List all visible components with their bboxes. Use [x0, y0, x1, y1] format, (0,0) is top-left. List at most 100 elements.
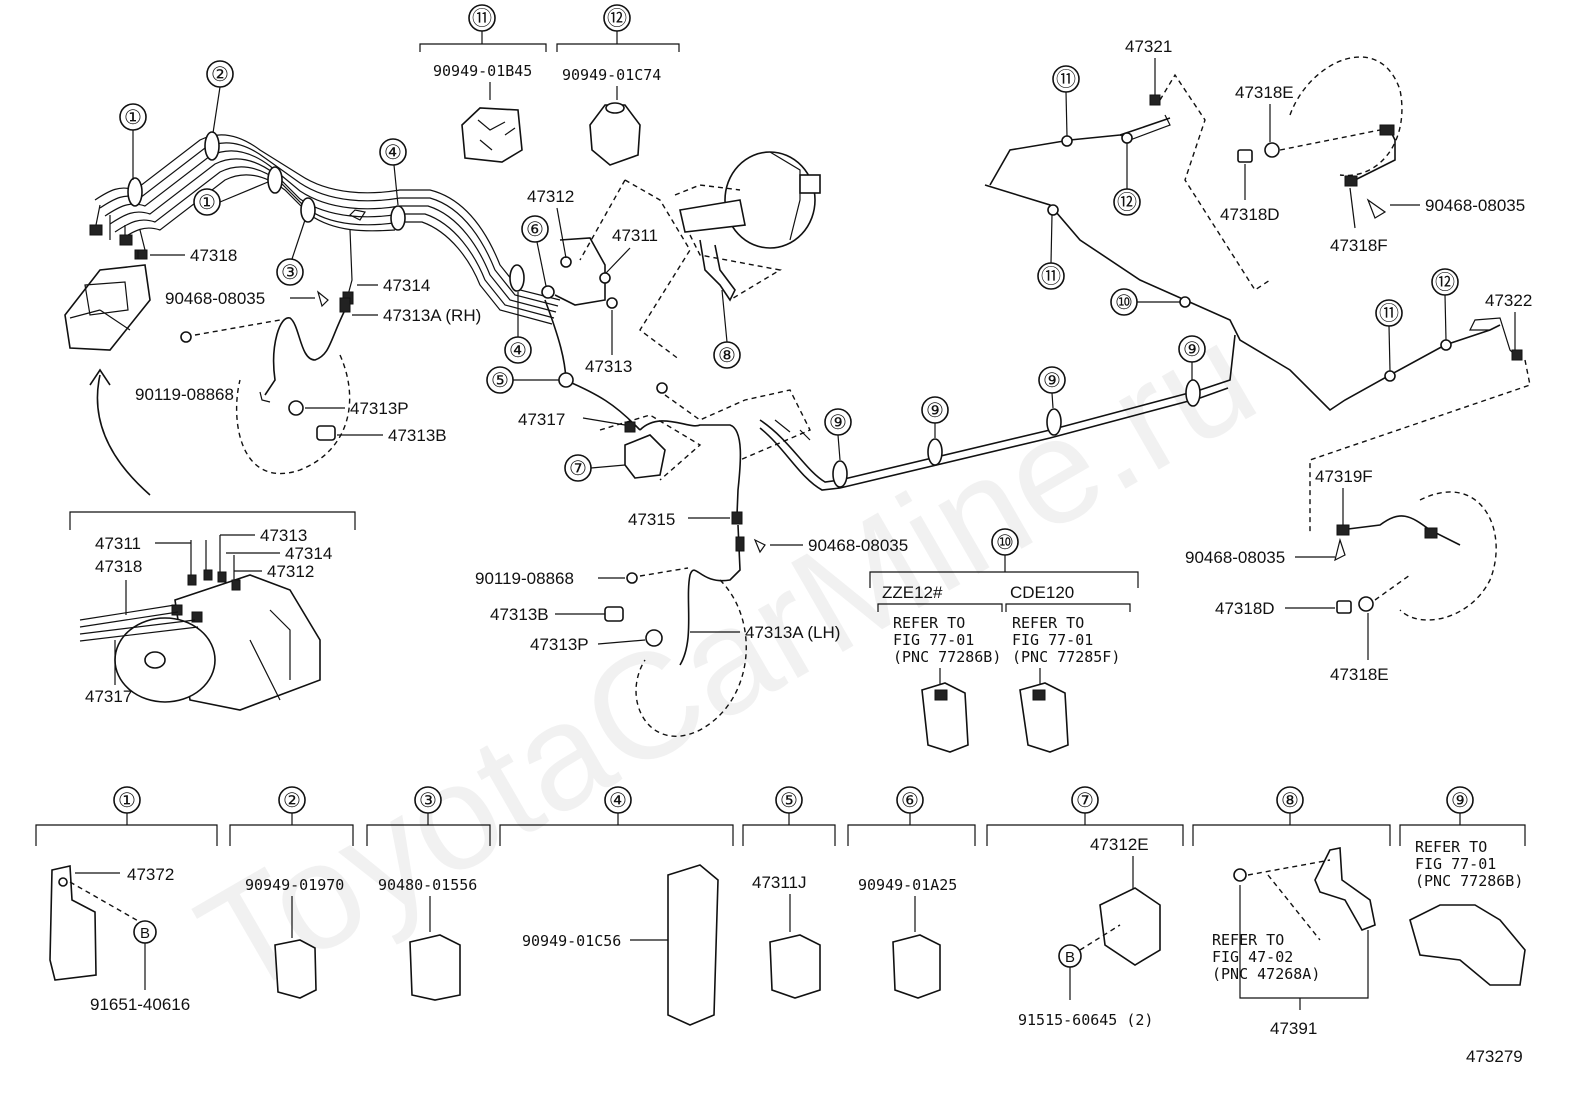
svg-text:90468-08035: 90468-08035	[808, 536, 908, 555]
svg-text:47313B: 47313B	[490, 605, 549, 624]
svg-text:B: B	[140, 925, 150, 942]
svg-text:47313A (RH): 47313A (RH)	[383, 306, 481, 325]
svg-text:47317: 47317	[85, 687, 132, 706]
svg-text:47321: 47321	[1125, 37, 1172, 56]
svg-text:⑪: ⑪	[1379, 302, 1399, 325]
svg-text:⑨: ⑨	[1451, 790, 1469, 812]
svg-text:90468-08035: 90468-08035	[165, 289, 265, 308]
svg-text:90119-08868: 90119-08868	[135, 385, 234, 404]
svg-text:REFER TO: REFER TO	[1012, 614, 1084, 632]
bottom-clamp-9: ⑨ REFER TO FIG 77-01 (PNC 77286B)	[1399, 786, 1526, 986]
svg-text:⑪: ⑪	[472, 7, 492, 30]
svg-text:47318: 47318	[95, 557, 142, 576]
svg-text:47314: 47314	[285, 544, 332, 563]
bottom-clamp-5: ⑤ 47311J	[742, 786, 836, 999]
svg-text:FIG 77-01: FIG 77-01	[1415, 855, 1496, 873]
svg-text:⑧: ⑧	[1281, 790, 1299, 812]
svg-text:47315: 47315	[628, 510, 675, 529]
svg-text:②: ②	[283, 790, 301, 812]
svg-text:CDE120: CDE120	[1010, 583, 1074, 602]
svg-text:④: ④	[609, 790, 627, 812]
svg-text:⑥: ⑥	[901, 790, 919, 812]
svg-text:47313: 47313	[585, 357, 632, 376]
svg-text:90468-08035: 90468-08035	[1185, 548, 1285, 567]
svg-text:47311: 47311	[95, 534, 141, 553]
svg-text:47313B: 47313B	[388, 426, 447, 445]
rear-right-brake-top: 47318E 47318D 90468-08035 47318F	[1220, 56, 1525, 255]
svg-text:47372: 47372	[127, 865, 174, 884]
svg-text:47318D: 47318D	[1220, 205, 1280, 224]
svg-text:⑫: ⑫	[1435, 271, 1455, 294]
svg-text:90949-01B45: 90949-01B45	[433, 62, 532, 80]
front-right-brake-group: 47318 47314 90468-08035 47313A (RH) 9011…	[135, 246, 481, 475]
svg-text:ZZE12#: ZZE12#	[882, 583, 943, 602]
svg-text:③: ③	[281, 262, 299, 284]
svg-text:47318E: 47318E	[1330, 665, 1389, 684]
svg-text:90119-08868: 90119-08868	[475, 569, 574, 588]
svg-text:⑪: ⑪	[1056, 68, 1076, 91]
svg-text:(PNC 77286B): (PNC 77286B)	[1415, 872, 1523, 890]
svg-text:④: ④	[384, 142, 402, 164]
bundle-callouts: ① ② ① ③ ④ ⑥ ④ ⑤	[119, 60, 560, 394]
clamp-12-top: ⑫ 90949-01C74	[556, 4, 680, 166]
abs-inset: 47311 47313 47314 47318 47312 47317	[69, 511, 356, 711]
svg-text:①: ①	[118, 790, 136, 812]
svg-text:REFER TO: REFER TO	[1212, 931, 1284, 949]
svg-text:(PNC 47268A): (PNC 47268A)	[1212, 965, 1320, 983]
svg-text:④: ④	[509, 340, 527, 362]
svg-text:47312: 47312	[267, 562, 314, 581]
svg-text:⑦: ⑦	[1076, 790, 1094, 812]
svg-text:⑧: ⑧	[718, 345, 736, 367]
svg-text:90949-01970: 90949-01970	[245, 876, 344, 894]
front-left-brake-group: 47315 90468-08035 90119-08868 47313B 473…	[475, 510, 908, 737]
svg-text:47313P: 47313P	[530, 635, 589, 654]
svg-text:91651-40616: 91651-40616	[90, 995, 190, 1014]
svg-text:⑤: ⑤	[780, 790, 798, 812]
front-brake-line-bundle	[89, 131, 561, 325]
bottom-clamp-6: ⑥ 90949-01A25	[847, 786, 976, 999]
svg-text:⑩: ⑩	[996, 532, 1014, 554]
figure-id: 473279	[1466, 1047, 1523, 1066]
bottom-clamp-3: ③ 90480-01556	[366, 786, 491, 1001]
bottom-clamp-7: ⑦ 47312E B 91515-60645 (2)	[986, 786, 1184, 1029]
svg-text:47314: 47314	[383, 276, 430, 295]
svg-text:47311: 47311	[612, 226, 658, 245]
bottom-clamp-2: ② 90949-01970	[229, 786, 354, 999]
svg-text:⑨: ⑨	[829, 412, 847, 434]
svg-text:90468-08035: 90468-08035	[1425, 196, 1525, 215]
svg-text:90949-01C56: 90949-01C56	[522, 932, 621, 950]
body-underside-outline: ⑪ ⑫ ⑪ ⑩ ⑪ ⑫ 47321 47322	[984, 37, 1532, 535]
svg-text:47313A (LH): 47313A (LH)	[745, 623, 840, 642]
svg-text:(PNC 77286B): (PNC 77286B)	[893, 648, 1001, 666]
svg-text:⑨: ⑨	[926, 400, 944, 422]
bottom-bracket-8: ⑧ REFER TO FIG 47-02 (PNC 47268A) 47391	[1192, 786, 1391, 1038]
clamp-10-reference: ⑩ ZZE12# CDE120 REFER TO FIG 77-01 (PNC …	[869, 528, 1139, 753]
svg-text:47322: 47322	[1485, 291, 1532, 310]
svg-text:47313: 47313	[260, 526, 307, 545]
svg-text:③: ③	[419, 790, 437, 812]
svg-text:47318F: 47318F	[1330, 236, 1388, 255]
svg-text:47318E: 47318E	[1235, 83, 1294, 102]
svg-text:⑥: ⑥	[526, 219, 544, 241]
svg-text:47318: 47318	[190, 246, 237, 265]
svg-text:⑫: ⑫	[607, 7, 627, 30]
brake-booster-area: 47312 47311 47313 ⑧	[527, 151, 821, 431]
svg-text:⑤: ⑤	[491, 370, 509, 392]
svg-text:⑦: ⑦	[569, 458, 587, 480]
svg-text:47318D: 47318D	[1215, 599, 1275, 618]
svg-text:90480-01556: 90480-01556	[378, 876, 477, 894]
svg-text:47311J: 47311J	[752, 873, 807, 892]
svg-text:REFER TO: REFER TO	[893, 614, 965, 632]
bottom-clamp-4: ④ 90949-01C56	[499, 786, 734, 1026]
svg-text:⑨: ⑨	[1183, 339, 1201, 361]
abs-actuator-small	[64, 264, 151, 496]
svg-text:REFER TO: REFER TO	[1415, 838, 1487, 856]
svg-text:47391: 47391	[1270, 1019, 1317, 1038]
svg-text:⑫: ⑫	[1117, 191, 1137, 214]
svg-text:FIG 77-01: FIG 77-01	[1012, 631, 1093, 649]
svg-text:①: ①	[198, 192, 216, 214]
svg-text:⑪: ⑪	[1041, 265, 1061, 288]
svg-text:(PNC 77285F): (PNC 77285F)	[1012, 648, 1120, 666]
svg-text:B: B	[1065, 949, 1075, 966]
proportioning-valve-group: 47317 ⑦	[518, 382, 811, 516]
